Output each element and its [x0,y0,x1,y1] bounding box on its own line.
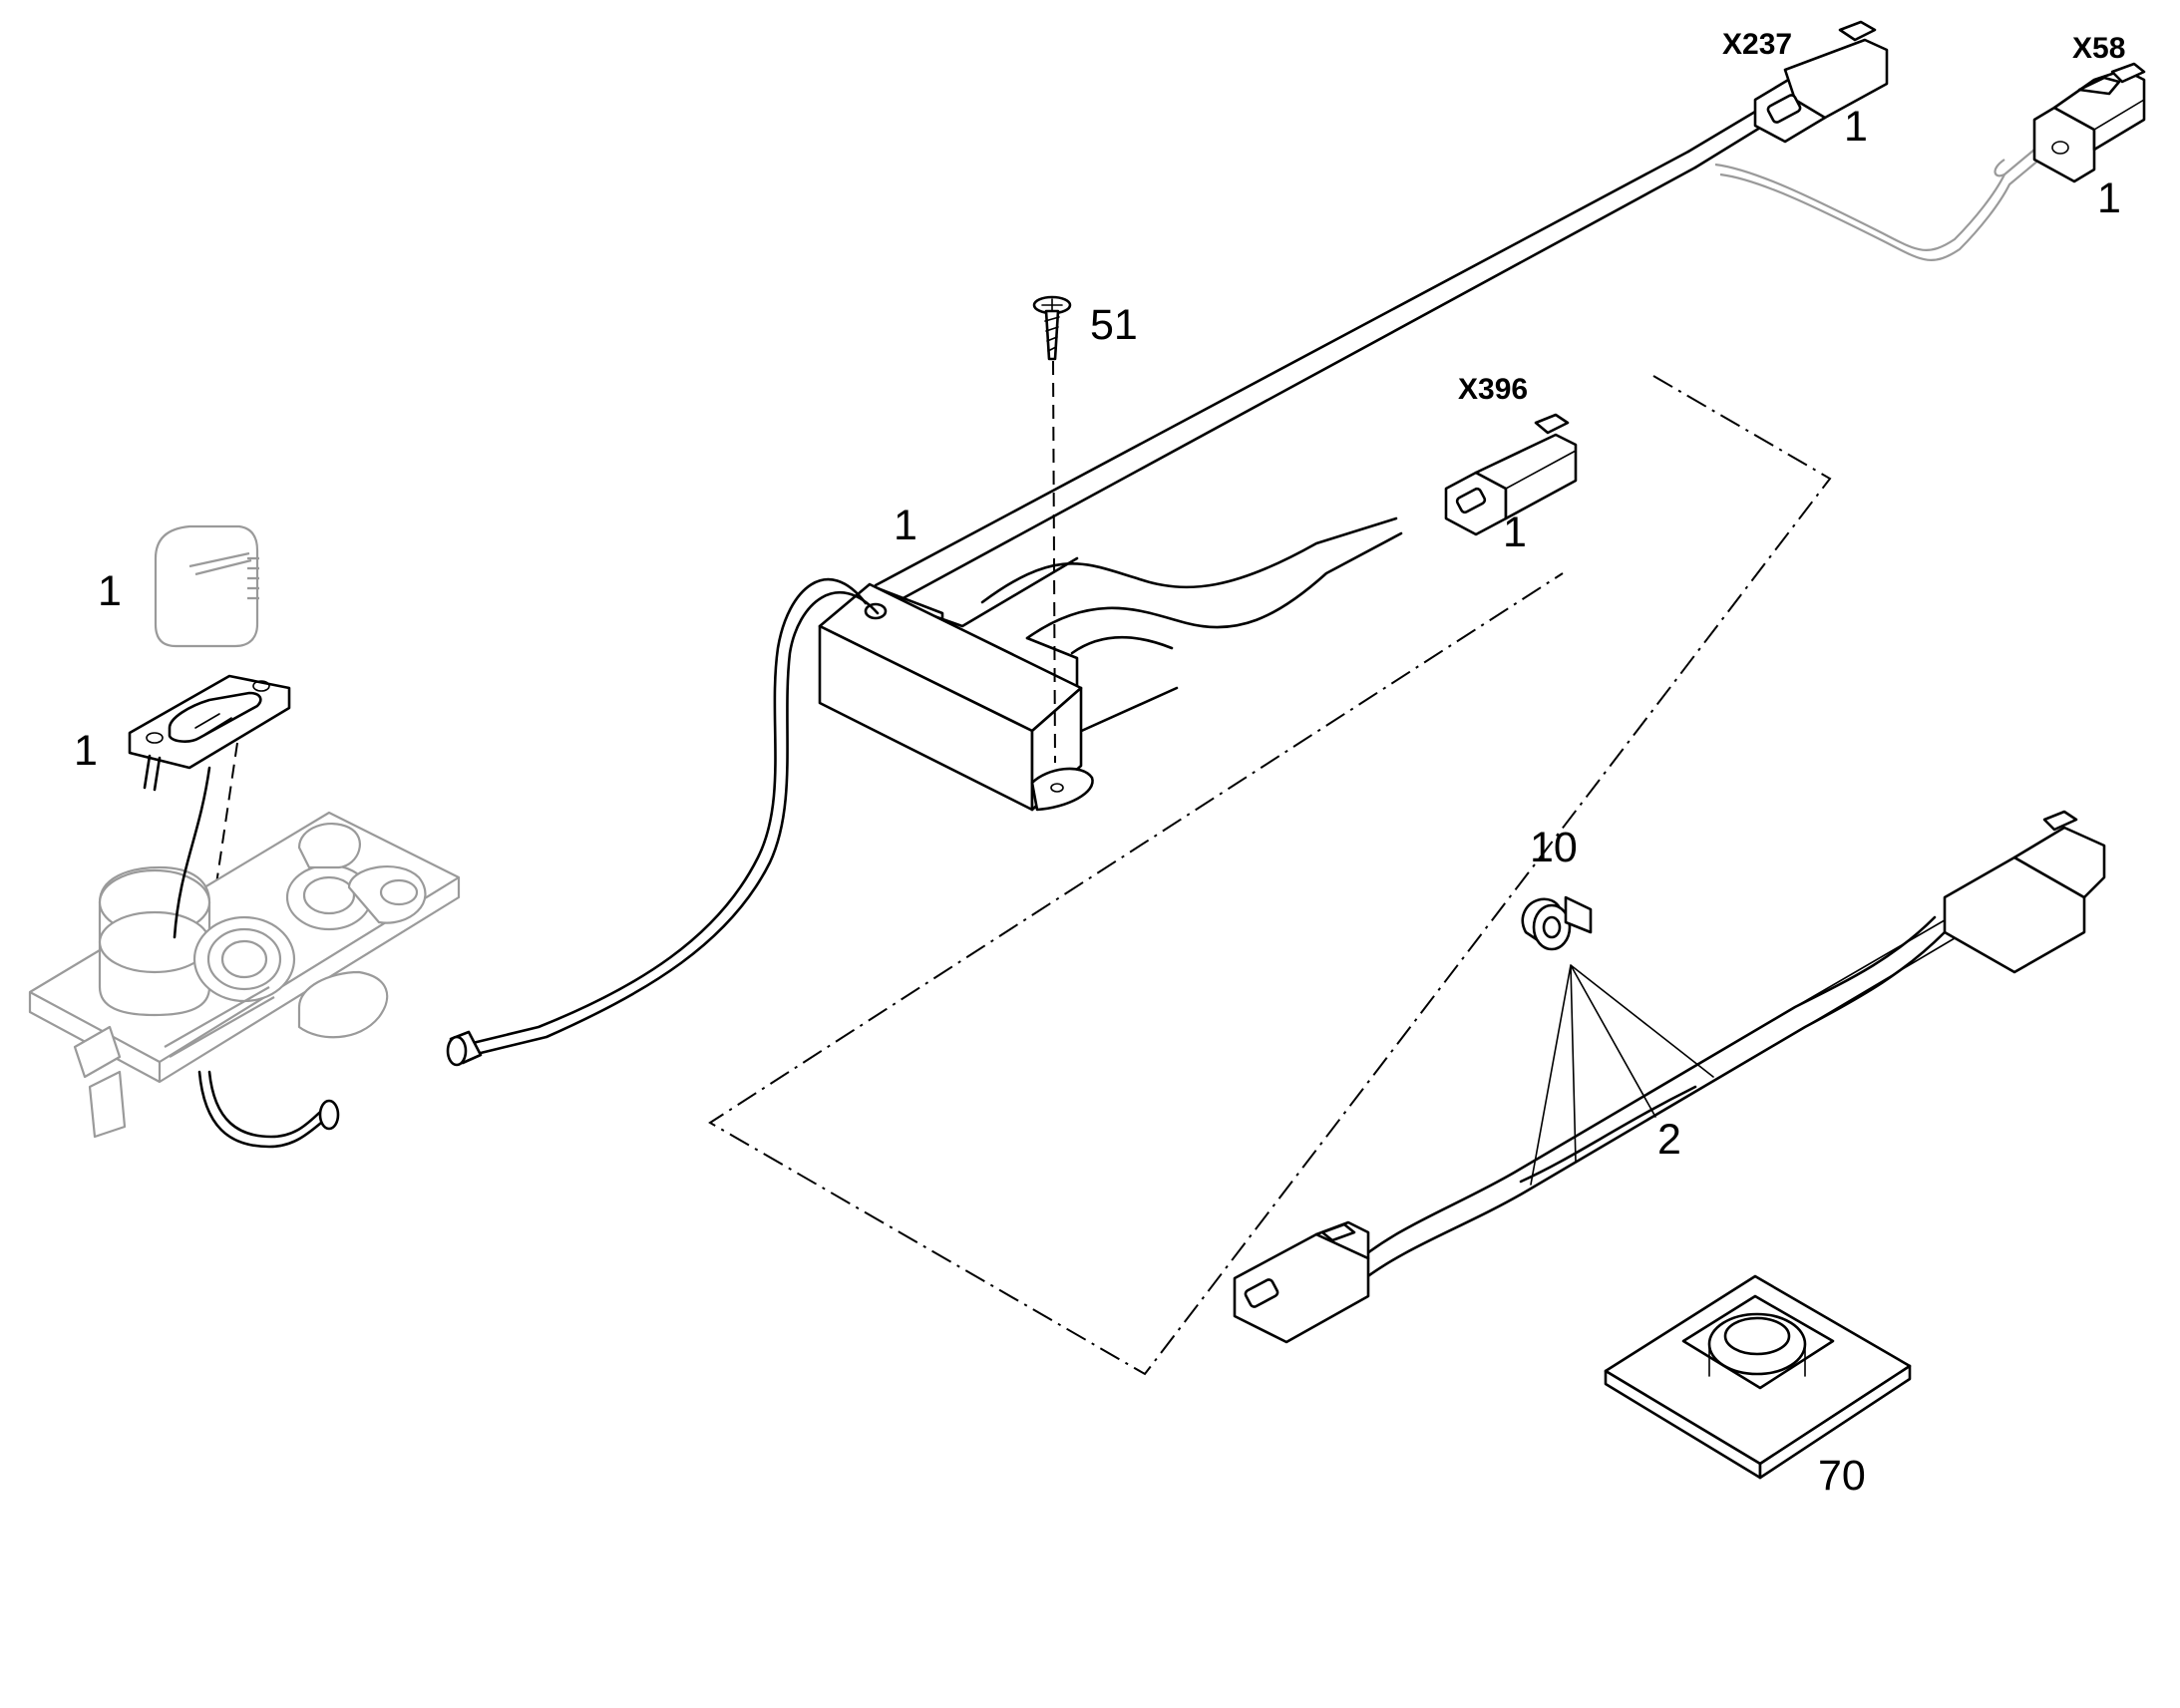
harness-leader-lines [1530,964,1714,1186]
callout-harness: 2 [1657,1116,1681,1164]
screw-part [1032,295,1072,361]
harness-part [1233,810,2106,1344]
callout-x58-item: 1 [2097,174,2121,222]
connector-x58-part [2032,62,2146,183]
callout-cover: 1 [98,567,122,615]
connector-x58-label: X58 [2072,32,2125,65]
connector-x237-part [1686,20,1889,170]
callout-mount: 70 [1818,1452,1866,1500]
electronic-module [818,582,1094,812]
socket-cover-part [154,524,259,648]
mounting-base-part [1604,1274,1912,1480]
connector-x237-label: X237 [1722,28,1792,61]
module-cable-to-x237 [874,150,1697,603]
socket-part [128,674,291,792]
connector-x58-branch [1714,149,2040,261]
socket-cable [173,766,340,1149]
clip-part [1521,895,1593,951]
module-ground-cable [446,577,880,1067]
callout-socket: 1 [74,727,98,775]
callout-module: 1 [894,502,917,549]
connector-x396-label: X396 [1458,373,1528,406]
screw-leader-line [1052,360,1056,764]
connector-x396-part [1444,413,1578,536]
module-cable-to-x396 [980,516,1403,655]
callout-x396-item: 1 [1503,509,1527,556]
socket-leader-line [213,742,238,898]
callout-x237-item: 1 [1844,103,1868,151]
callout-screw: 51 [1090,301,1138,349]
callout-clip: 10 [1530,824,1578,871]
dashboard-panel-part [28,811,461,1139]
assembly-boundary-line [708,375,1832,1376]
